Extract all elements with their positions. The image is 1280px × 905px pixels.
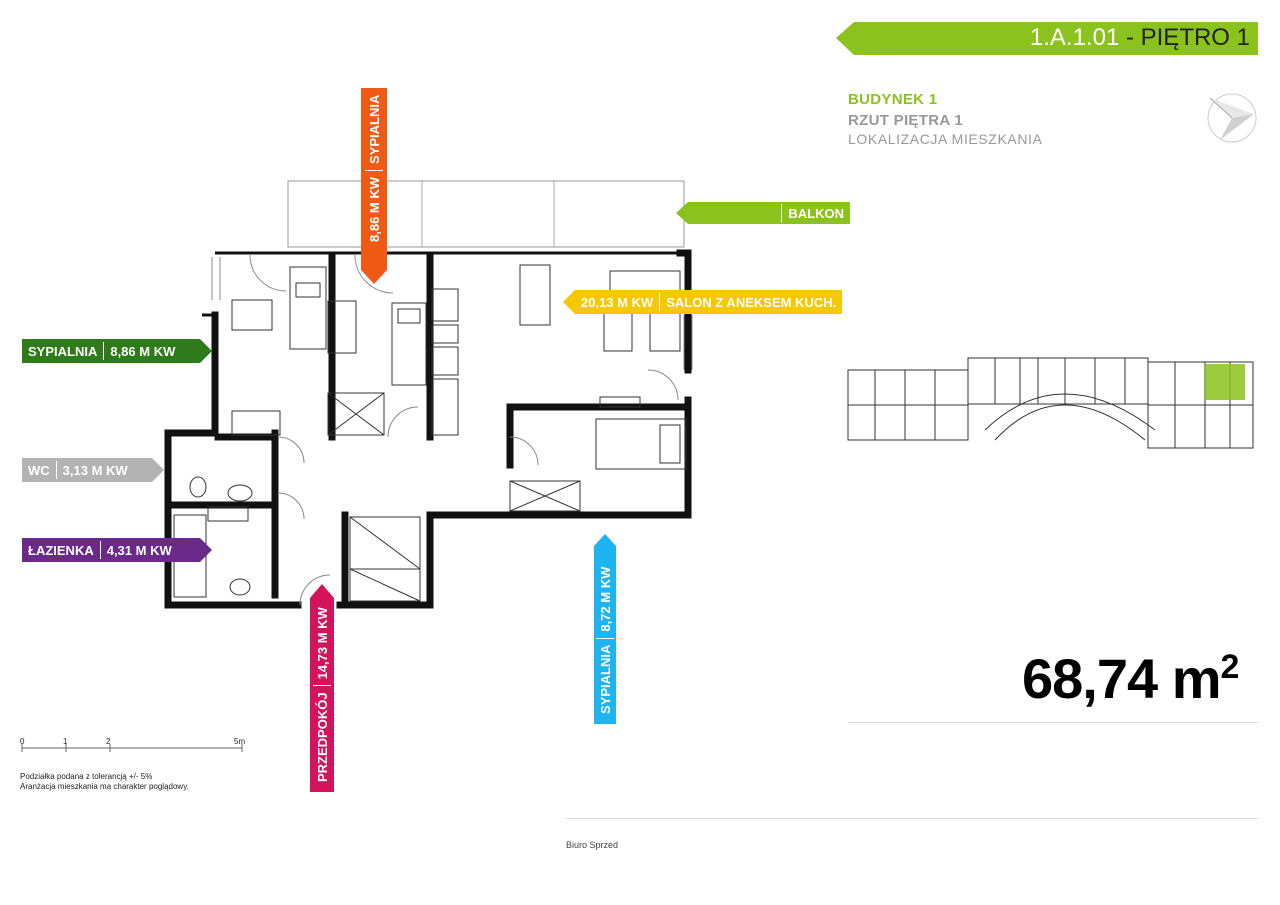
scale-tick-0: 0: [20, 737, 25, 746]
arrow-up-icon: [594, 534, 616, 724]
wc-area: 3,13 M KW: [62, 462, 128, 478]
scale-bar: [21, 744, 243, 752]
label-lazienka: ŁAZIENKA 4,31 M KW: [22, 538, 212, 562]
sypialnia-bottom-name: SYPIALNIA: [597, 644, 613, 714]
compass-icon: [1207, 93, 1257, 143]
sypialnia-top-name: SYPIALNIA: [366, 94, 382, 164]
apartment-code: 1.A.1.01 - PIĘTRO 1: [1030, 24, 1250, 52]
label-sypialnia-bottom: SYPIALNIA 8,72 M KW: [594, 534, 616, 724]
salon-area: 20,13 M KW: [581, 294, 654, 310]
location-label: LOKALIZACJA MIESZKANIA: [848, 131, 1043, 147]
label-wc: WC 3,13 M KW: [22, 458, 164, 482]
note-tolerance: Podziałka podana z tolerancją +/- 5%: [20, 772, 153, 781]
label-sypialnia-left: SYPIALNIA 8,86 M KW: [22, 339, 212, 363]
sypialnia-left-area: 8,86 M KW: [110, 343, 176, 359]
footer-office: Biuro Sprzed: [566, 840, 619, 850]
arrow-left-icon: [563, 290, 575, 314]
sypialnia-bottom-area: 8,72 M KW: [597, 566, 613, 632]
label-balkon: BALKON: [676, 202, 850, 224]
note-arrangement: Aranżacja mieszkania ma charakter pogląd…: [20, 782, 189, 791]
header-banner: [836, 22, 1258, 55]
label-salon: 20,13 M KW SALON Z ANEKSEM KUCH.: [563, 290, 843, 314]
total-area: 68,74 m2: [1022, 646, 1240, 711]
apartment-number: 1.A.1.01: [1029, 24, 1120, 51]
divider: [566, 818, 1258, 819]
notes: Podziałka podana z tolerancją +/- 5% Ara…: [20, 772, 189, 792]
lazienka-area: 4,31 M KW: [106, 542, 172, 558]
przedpokoj-name: PRZEDPOKÓJ: [314, 692, 330, 782]
arrow-down-icon: [361, 88, 387, 284]
arrow-right-icon: [200, 339, 212, 363]
floor-label: - PIĘTRO 1: [1125, 24, 1250, 51]
floor-plan: [164, 180, 693, 609]
arrow-up-icon: [310, 584, 334, 792]
total-area-value: 68,74: [1022, 647, 1158, 710]
arrow-right-icon: [152, 458, 164, 482]
building-name: BUDYNEK 1: [848, 91, 938, 108]
przedpokoj-area: 14,73 M KW: [314, 607, 330, 680]
balkon-name: BALKON: [788, 205, 844, 221]
floor-plan-label: RZUT PIĘTRA 1: [848, 112, 964, 129]
label-przedpokoj: PRZEDPOKÓJ 14,73 M KW: [310, 584, 334, 792]
divider: [848, 722, 1258, 723]
scale-tick-1: 1: [63, 737, 68, 746]
label-sypialnia-top: 8,86 M KW SYPIALNIA: [361, 88, 387, 284]
wc-name: WC: [28, 462, 50, 478]
total-area-unit: m: [1171, 647, 1222, 710]
building-key-plan: [847, 357, 1254, 449]
apartment-location-highlight: [1205, 364, 1245, 400]
lazienka-name: ŁAZIENKA: [28, 542, 94, 558]
arrow-left-icon: [676, 202, 688, 224]
sypialnia-left-name: SYPIALNIA: [28, 343, 98, 359]
scale-tick-5: 5m: [234, 737, 246, 746]
scale-tick-2: 2: [106, 737, 111, 746]
sypialnia-top-area: 8,86 M KW: [366, 176, 382, 242]
arrow-right-icon: [200, 538, 212, 562]
total-area-sup: 2: [1220, 648, 1240, 686]
salon-name: SALON Z ANEKSEM KUCH.: [666, 294, 837, 310]
